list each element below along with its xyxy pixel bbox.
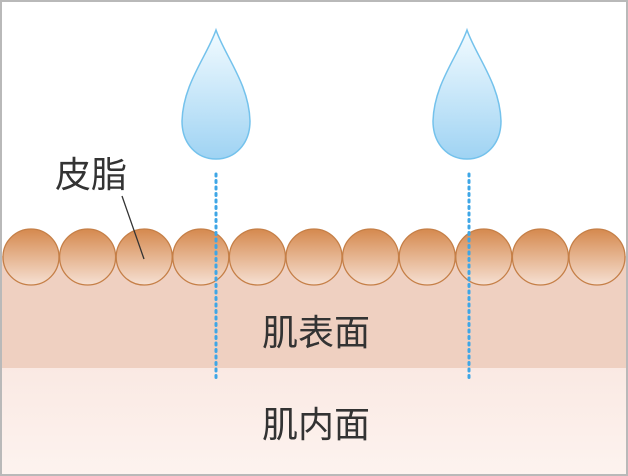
sebum-globule xyxy=(58,228,117,286)
water-drop-icon xyxy=(181,27,251,160)
sebum-globule xyxy=(172,228,230,286)
water-drop-icon xyxy=(432,27,502,160)
sebum-layer xyxy=(2,228,626,286)
sebum-globule xyxy=(455,228,513,286)
sebum-leader-line xyxy=(121,195,145,260)
sebum-globule xyxy=(228,228,287,286)
sebum-label: 皮脂 xyxy=(55,155,127,196)
skin-inner-label: 肌内面 xyxy=(262,405,370,446)
sebum-globule xyxy=(115,228,173,286)
skin-inner-layer xyxy=(1,368,627,475)
sebum-globule xyxy=(398,228,456,286)
sebum-globule xyxy=(568,228,626,286)
sebum-globule xyxy=(341,228,400,286)
sebum-globule xyxy=(2,228,60,286)
skin-surface-label: 肌表面 xyxy=(262,313,370,354)
sebum-globule xyxy=(285,228,343,286)
sebum-globule xyxy=(511,228,570,286)
